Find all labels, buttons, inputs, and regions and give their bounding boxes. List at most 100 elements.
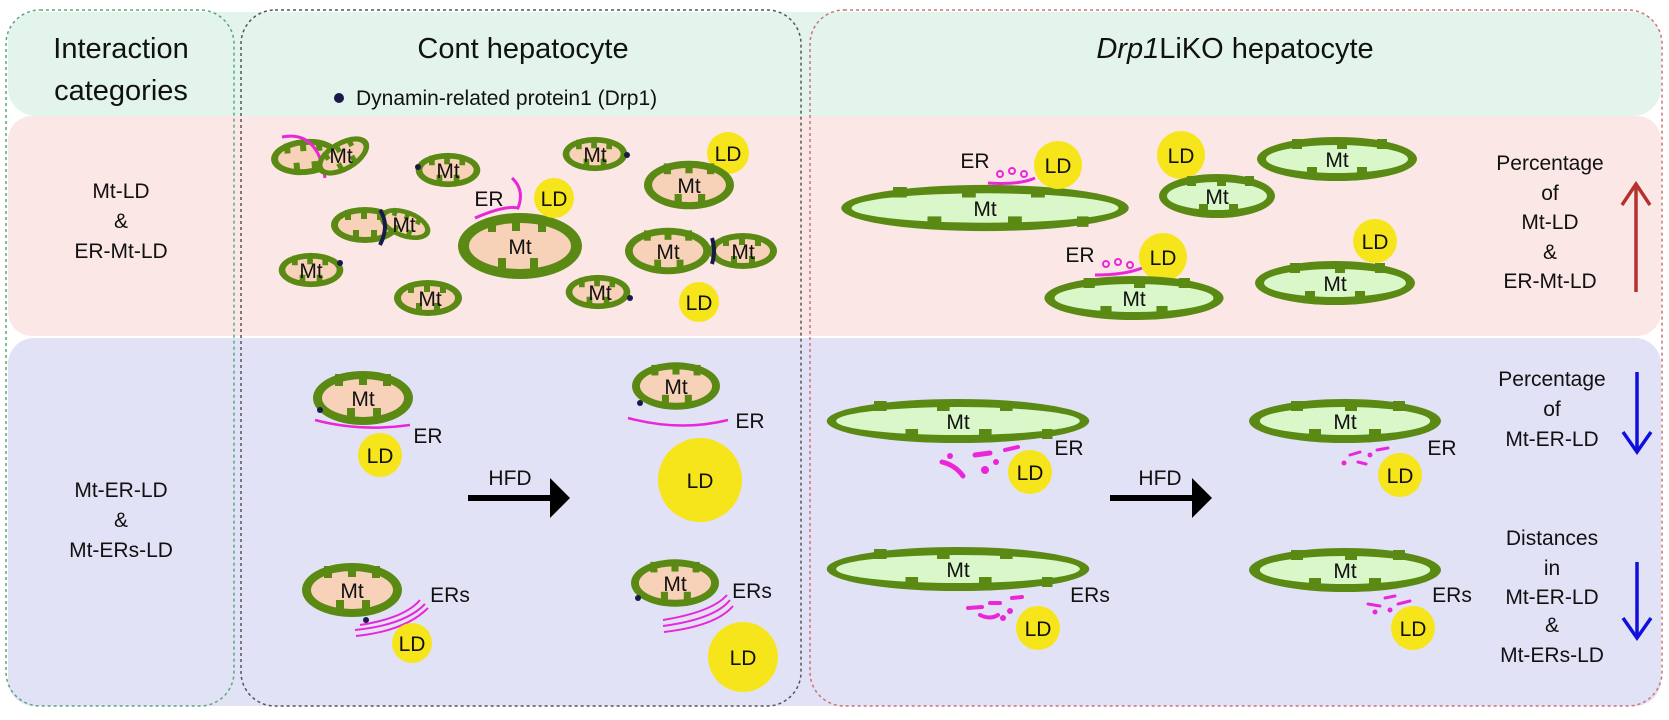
ers-label: ERs: [1432, 584, 1472, 607]
mt-label: Mt: [436, 160, 459, 183]
er-membrane: [662, 599, 731, 627]
mt-label: Mt: [508, 236, 531, 259]
ld-label: LD: [687, 470, 714, 493]
hfd-arrow-cont: HFD: [468, 467, 570, 518]
mt-label: Mt: [664, 376, 687, 399]
mt-label: Mt: [663, 573, 686, 596]
mt-label: Mt: [731, 241, 754, 264]
category-row1-line3: ER-Mt-LD: [74, 240, 167, 263]
liko-row1: Mt ER LD LD Mt Mt ER LD Mt LD Mt: [841, 131, 1417, 320]
summary-row1-line5: ER-Mt-LD: [1503, 270, 1596, 293]
er-label: ER: [474, 188, 503, 211]
summary-row2b-line4: &: [1545, 614, 1559, 637]
summary-row2b-line1: Distances: [1506, 527, 1598, 550]
ld-label: LD: [1387, 465, 1414, 488]
lipid-droplet: [358, 433, 402, 477]
ld-label: LD: [541, 188, 568, 211]
er-membrane: [627, 416, 729, 427]
er-label: ER: [735, 410, 764, 433]
decrease-arrow-2: [1621, 562, 1653, 642]
header-liko-rest: LiKO hepatocyte: [1159, 33, 1373, 65]
mt-label: Mt: [656, 241, 679, 264]
mt-label: Mt: [1122, 288, 1145, 311]
lipid-droplet: [1157, 131, 1205, 179]
lipid-droplet: [658, 438, 742, 522]
mt-label: Mt: [583, 144, 606, 167]
drp1-legend-label: Dynamin-related protein1 (Drp1): [356, 87, 657, 110]
mt-label: Mt: [946, 411, 969, 434]
liko-row2-before: Mt ER LD Mt ERs LD: [826, 399, 1110, 650]
mt-label: Mt: [1333, 411, 1356, 434]
ld-label: LD: [1362, 231, 1389, 254]
lipid-droplet: [1016, 606, 1060, 650]
ers-label: ERs: [732, 580, 772, 603]
er-membrane: [355, 607, 429, 637]
header-liko: Drp1LiKO hepatocyte: [1096, 33, 1373, 65]
summary-row2b-line5: Mt-ERs-LD: [1500, 644, 1604, 667]
er-label: ER: [1054, 437, 1083, 460]
lipid-droplet: [1353, 219, 1397, 263]
lipid-droplet: [1378, 453, 1422, 497]
header-cont: Cont hepatocyte: [417, 33, 628, 65]
header-categories-line1: Interaction: [53, 33, 188, 65]
summary-row1-line3: Mt-LD: [1521, 211, 1578, 234]
header-liko-gene: Drp1: [1096, 33, 1159, 65]
category-row1-line2: &: [114, 210, 128, 233]
cont-row2-after: Mt ER LD Mt ERs LD: [627, 362, 778, 692]
lipid-droplet: [679, 282, 719, 322]
er-label: ER: [413, 425, 442, 448]
ld-label: LD: [367, 445, 394, 468]
mt-label: Mt: [340, 580, 363, 603]
er-membrane: [314, 418, 411, 429]
category-row2-line1: Mt-ER-LD: [74, 479, 167, 502]
categories-panel-border: [5, 9, 235, 707]
mt-label: Mt: [973, 198, 996, 221]
ers-label: ERs: [1070, 584, 1110, 607]
row2-band: [8, 338, 1661, 706]
mt-label: Mt: [1323, 273, 1346, 296]
mt-label: Mt: [946, 559, 969, 582]
mt-label: Mt: [1325, 149, 1348, 172]
er-membrane: [663, 605, 734, 633]
lipid-droplet: [1391, 606, 1435, 650]
mt-label: Mt: [677, 175, 700, 198]
drp1-legend-dot: [334, 93, 344, 103]
summary-row1-line4: &: [1543, 241, 1557, 264]
hfd-arrow-liko: HFD: [1110, 467, 1212, 518]
mt-label: Mt: [1333, 560, 1356, 583]
category-row2-line3: Mt-ERs-LD: [69, 539, 173, 562]
header-categories-line2: categories: [54, 75, 188, 107]
er-membrane: [987, 176, 1036, 185]
summary-row2a-line2: of: [1543, 398, 1561, 421]
category-row2-line2: &: [114, 509, 128, 532]
mt-label: Mt: [299, 260, 322, 283]
er-membrane: [474, 176, 522, 220]
lipid-droplet: [534, 178, 574, 218]
ld-label: LD: [686, 292, 713, 315]
ld-label: LD: [715, 143, 742, 166]
header-band: [8, 12, 1661, 116]
summary-row2a-line1: Percentage: [1498, 368, 1605, 391]
lipid-droplet: [1139, 233, 1187, 281]
category-row1-line1: Mt-LD: [92, 180, 149, 203]
mt-label: Mt: [392, 214, 415, 237]
lipid-droplet: [392, 623, 432, 663]
ld-label: LD: [1025, 618, 1052, 641]
ld-label: LD: [1168, 145, 1195, 168]
lipid-droplet: [707, 132, 749, 174]
lipid-droplet: [708, 622, 778, 692]
ld-label: LD: [1150, 247, 1177, 270]
mt-label: Mt: [588, 282, 611, 305]
mt-label: Mt: [351, 388, 374, 411]
er-label: ER: [1427, 437, 1456, 460]
lipid-droplet: [1008, 450, 1052, 494]
summary-row2b-line2: in: [1544, 557, 1560, 580]
summary-row1-line2: of: [1541, 182, 1559, 205]
decrease-arrow-1: [1621, 372, 1653, 456]
er-membrane: [354, 603, 426, 631]
er-membrane: [1094, 266, 1143, 277]
lipid-droplet: [1034, 141, 1082, 189]
er-label: ER: [960, 150, 989, 173]
cont-row2-before: Mt ER LD Mt ERs LD: [302, 371, 470, 663]
